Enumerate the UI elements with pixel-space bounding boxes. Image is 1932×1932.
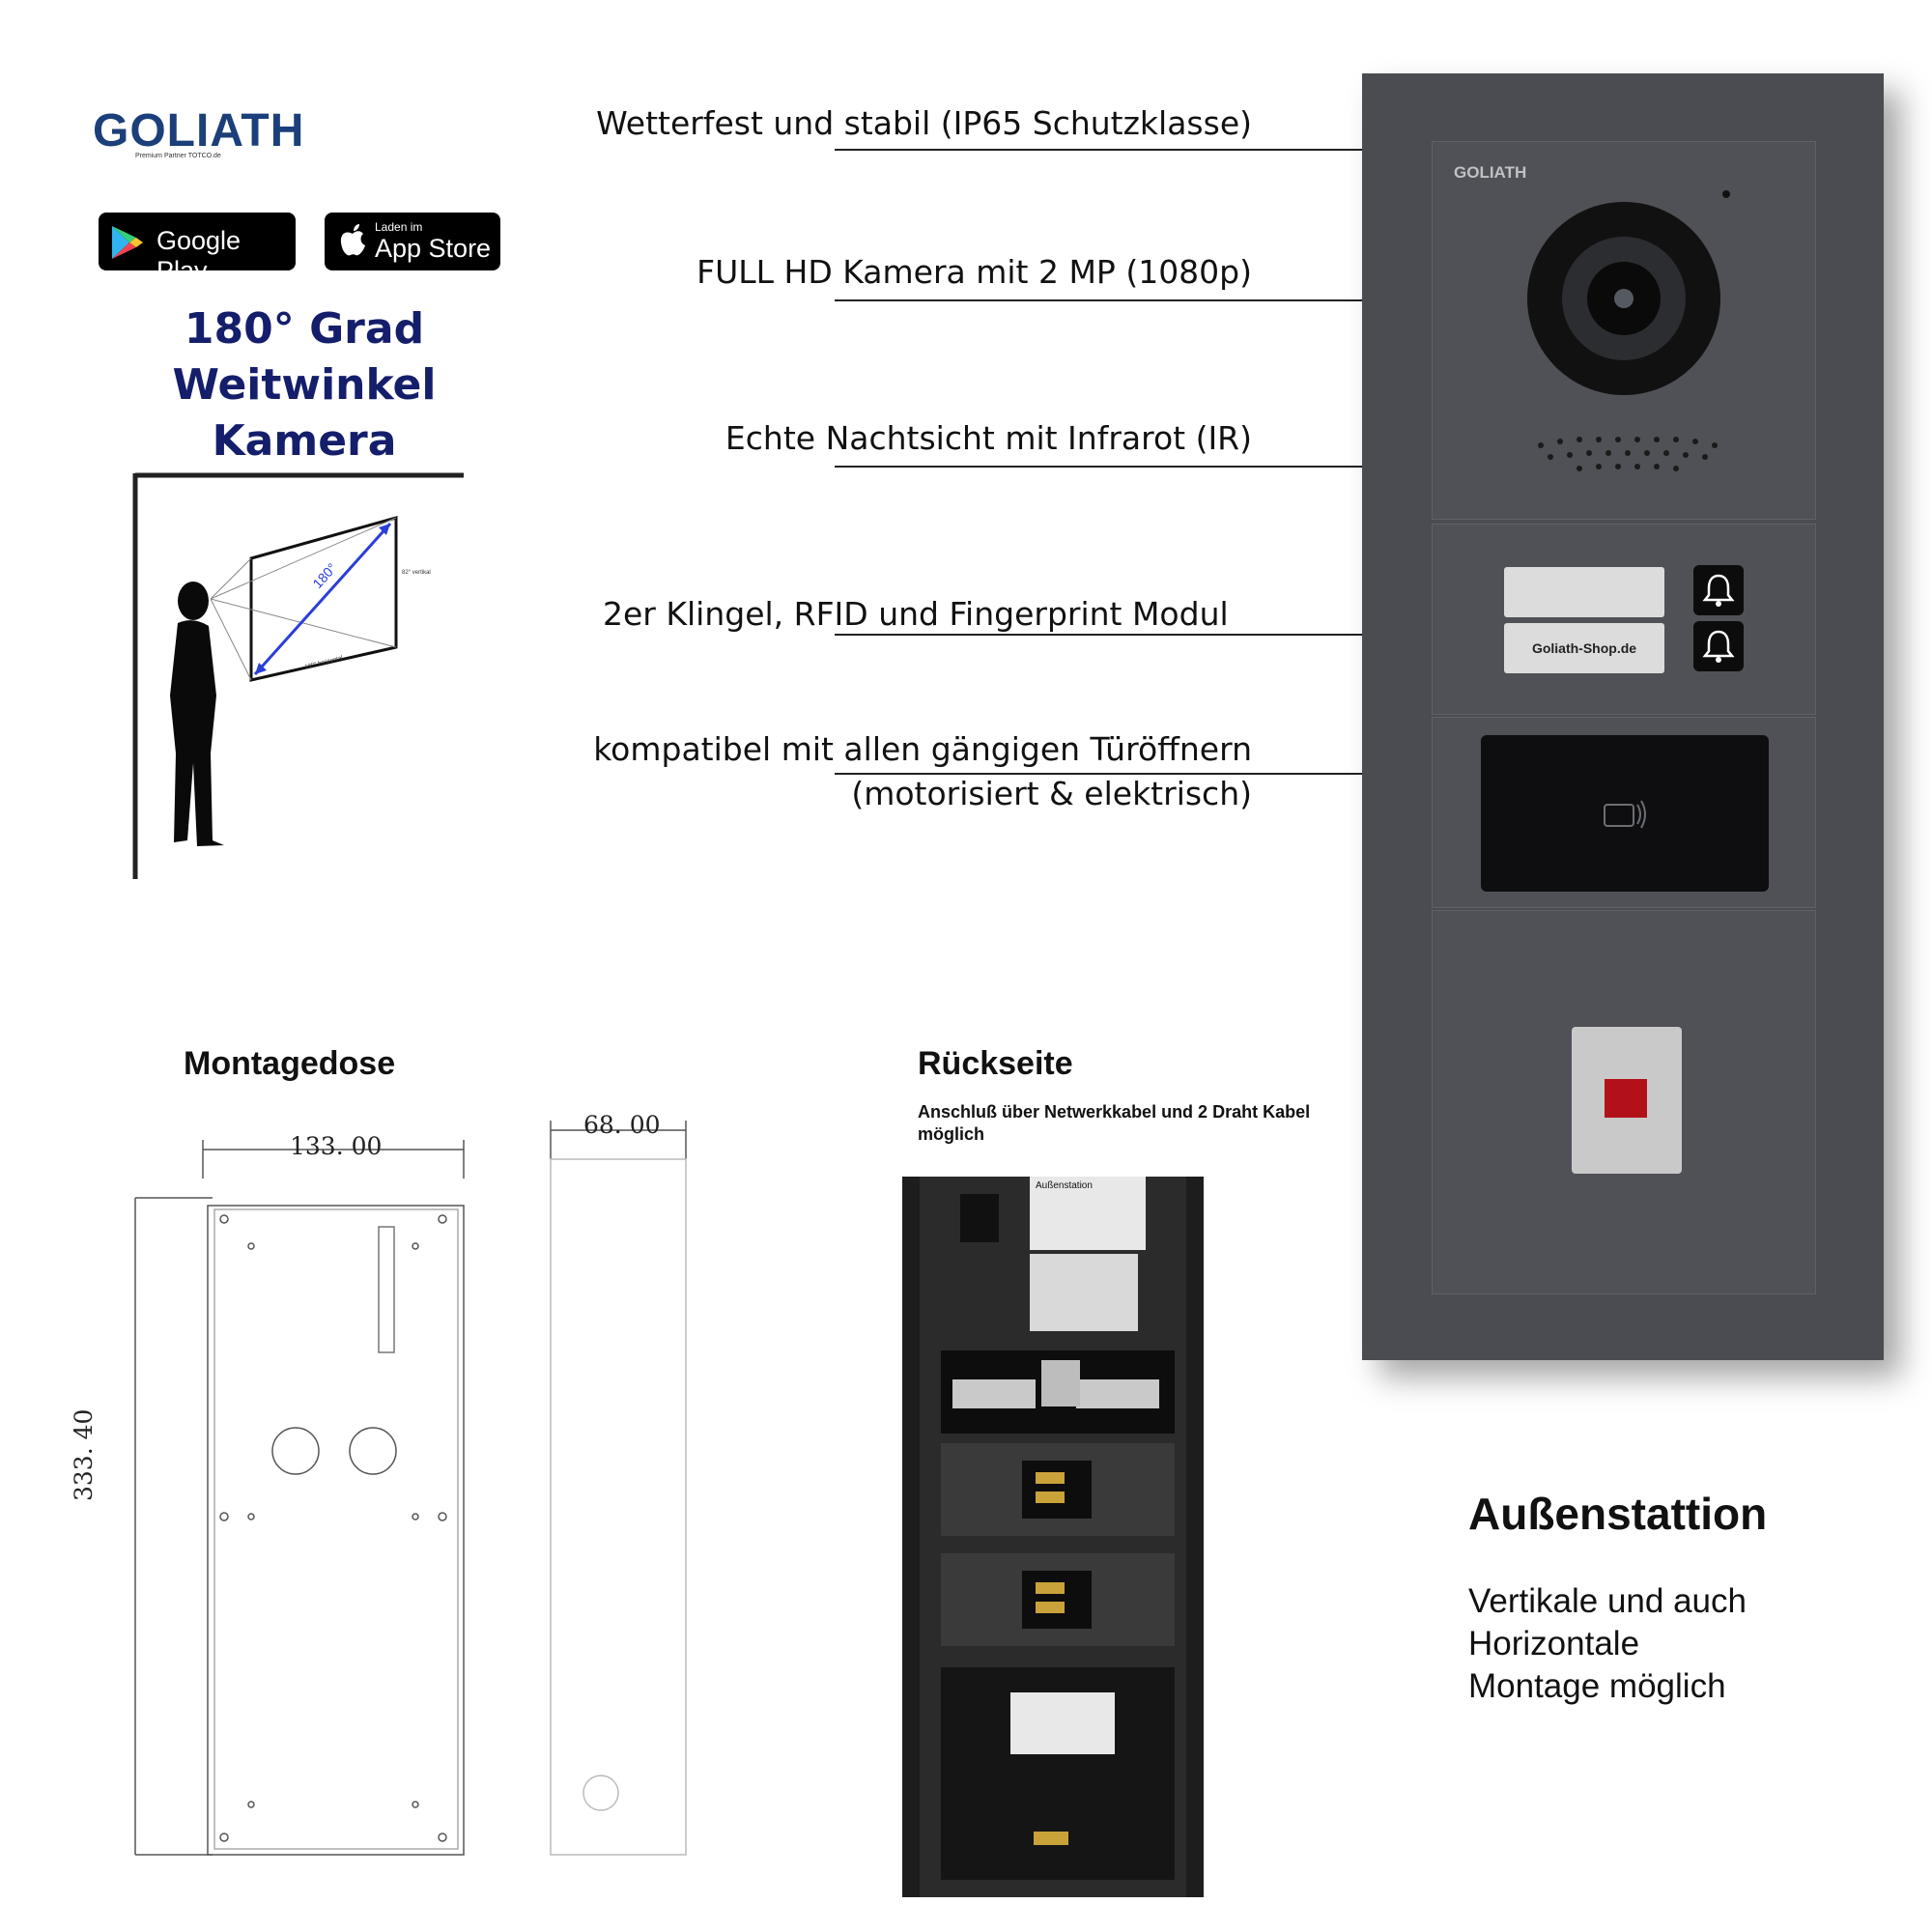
outdoor-description: Vertikale und auch Horizontale Montage m… [1468,1580,1874,1708]
app-store-label: App Store [375,234,492,263]
fingerprint-module [1432,910,1816,1294]
height-dimension: 333. 40 [70,1408,98,1501]
outdoor-description-line1: Vertikale und auch [1468,1582,1747,1620]
bell-button-1[interactable] [1693,565,1744,615]
camera-lens [1527,202,1720,395]
vertical-angle-label: 82° vertikal [402,570,431,576]
backplate-photo: Außenstation [902,1177,1204,1897]
rfid-module [1432,717,1816,908]
network-terminal-block [941,1350,1175,1434]
bell-icon [1702,630,1735,663]
fingerprint-window [1605,1079,1647,1118]
camera-heading-line1: 180° Grad [184,304,425,354]
feature-nightvision: Echte Nachtsicht mit Infrarot (IR) [724,419,1252,457]
backplate-connector [960,1194,999,1242]
camera-heading-line2: Weitwinkel Kamera [172,360,437,466]
ethernet-port [1041,1360,1080,1406]
feature-modules: 2er Klingel, RFID und Fingerprint Modul [603,595,1229,633]
ir-sensor [1722,190,1730,198]
leader-line-5 [835,773,1364,775]
rfid-card-icon [1604,800,1646,829]
width-dimension: 133. 00 [290,1132,383,1160]
camera-heading: 180° Grad Weitwinkel Kamera [87,301,522,469]
viewing-angle-diagram: 180° 82° vertikal 180° horizontal [132,472,464,879]
google-play-label: Google Play [156,226,242,285]
leader-line-2 [835,299,1364,301]
outdoor-station-panel: GOLIATH Goliath-Shop.de [1362,73,1884,1360]
camera-module: GOLIATH [1432,141,1816,520]
depth-dimension: 68. 00 [583,1111,661,1139]
feature-camera: FULL HD Kamera mit 2 MP (1080p) [696,253,1252,291]
feature-compatible: kompatibel mit allen gängigen Türöffnern [593,730,1252,768]
panel-brand-label: GOLIATH [1454,163,1527,182]
brand-logo: GOLIATH [93,105,305,156]
rfid-module-back [941,1553,1175,1646]
backplate-label-bottom [1010,1692,1115,1754]
rueckseite-subtitle: Anschluß über Netwerkkabel und 2 Draht K… [918,1102,1311,1144]
name-card-1 [1504,567,1664,617]
feature-weatherproof: Wetterfest und stabil (IP65 Schutzklasse… [596,104,1252,142]
name-card-2: Goliath-Shop.de [1504,623,1664,673]
montagedose-drawing [134,1121,687,1856]
outdoor-description-line3: Montage möglich [1468,1667,1726,1705]
leader-line-4 [835,634,1364,636]
bell-button-2[interactable] [1693,621,1744,671]
speaker-grille [1538,437,1718,471]
leader-line-1 [835,149,1364,151]
fingerprint-sensor[interactable] [1572,1027,1682,1174]
person-silhouette [170,582,224,846]
fingerprint-module-back [941,1667,1175,1880]
apple-icon [340,224,365,256]
backplate-label-text: Außenstation [1036,1180,1093,1191]
leader-line-3 [835,466,1364,468]
google-play-badge[interactable]: Google Play [99,213,296,285]
terminal-strip-label [1030,1254,1138,1331]
rueckseite-title: Rückseite [918,1045,1073,1082]
app-store-badge[interactable]: Laden im App Store [325,213,500,270]
app-store-small-label: Laden im [375,220,423,234]
bell-module: Goliath-Shop.de [1432,524,1816,715]
bell-module-back [941,1443,1175,1536]
horizontal-angle-label: 180° horizontal [304,655,343,670]
outdoor-description-line2: Horizontale [1468,1625,1640,1662]
feature-compatible-note: (motorisiert & elektrisch) [851,775,1252,812]
google-play-icon [112,226,143,259]
montagedose-title: Montagedose [184,1045,396,1082]
outdoor-title: Außenstattion [1468,1489,1768,1539]
brand-partner-line: Premium Partner TOTCO.de [135,153,221,159]
backplate-label-top: Außenstation [1030,1177,1146,1250]
bell-icon [1702,574,1735,607]
view-diagonal-arrow [253,522,392,676]
rfid-reader[interactable] [1481,735,1769,892]
